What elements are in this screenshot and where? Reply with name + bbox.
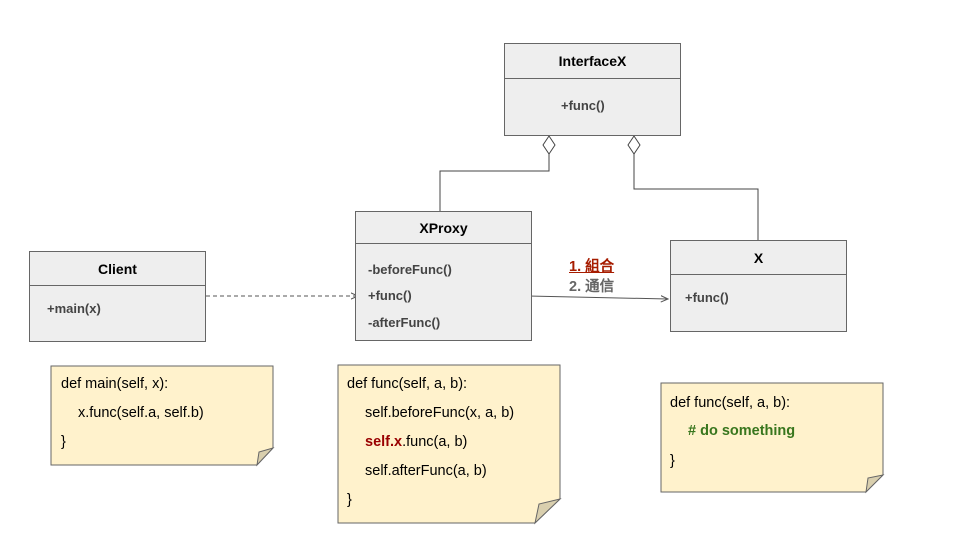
class-x-method-func: +func()	[685, 290, 729, 305]
note-x-comment: # do something	[688, 423, 796, 439]
note-client-line-1: def main(self, x):	[61, 376, 169, 392]
aggregation-diamond-xproxy	[542, 135, 556, 155]
note-xproxy-line-3: self.x.func(a, b)	[365, 434, 467, 450]
class-xproxy-method-afterfunc: -afterFunc()	[368, 315, 441, 330]
note-xproxy-line-1: def func(self, a, b):	[347, 376, 468, 392]
aggregation-edge-x	[633, 154, 759, 240]
class-client-title: Client	[30, 252, 205, 286]
note-xproxy-line-2: self.beforeFunc(x, a, b)	[365, 405, 515, 421]
class-interfacex[interactable]: InterfaceX +func()	[504, 43, 681, 136]
class-xproxy-method-beforefunc: -beforeFunc()	[368, 262, 452, 277]
note-xproxy: def func(self, a, b): self.beforeFunc(x,…	[338, 365, 560, 523]
note-x-fold	[865, 474, 885, 494]
note-xproxy-line-3-rest: .func(a, b)	[402, 434, 468, 450]
note-xproxy-fold	[534, 498, 562, 525]
note-client-fold	[256, 447, 275, 467]
note-client-line-2: x.func(self.a, self.b)	[78, 405, 204, 421]
aggregation-edge-xproxy	[439, 154, 550, 211]
class-x-title: X	[671, 241, 846, 275]
note-client-line-3: }	[61, 434, 66, 450]
class-xproxy[interactable]: XProxy -beforeFunc() +func() -afterFunc(…	[355, 211, 532, 341]
note-xproxy-line-4: self.afterFunc(a, b)	[365, 463, 487, 479]
note-xproxy-line-5: }	[347, 492, 352, 508]
aggregation-diamond-x	[627, 135, 641, 155]
note-x: def func(self, a, b): # do something }	[661, 383, 883, 492]
class-client[interactable]: Client +main(x)	[29, 251, 206, 342]
class-xproxy-method-func: +func()	[368, 288, 412, 303]
class-client-method-main: +main(x)	[47, 301, 101, 316]
note-client: def main(self, x): x.func(self.a, self.b…	[51, 366, 273, 465]
note-xproxy-highlight-self-x: self.x	[365, 434, 403, 450]
class-x[interactable]: X +func()	[670, 240, 847, 332]
class-interfacex-title: InterfaceX	[505, 44, 680, 79]
class-interfacex-method-func: +func()	[561, 98, 605, 113]
class-xproxy-title: XProxy	[356, 212, 531, 244]
association-edge-xproxy-x	[527, 296, 668, 299]
note-x-line-1: def func(self, a, b):	[670, 395, 791, 411]
edge-label-delegate: 2. 通信	[569, 279, 615, 295]
note-x-line-3: }	[670, 453, 675, 469]
edge-label-compose: 1. 組合	[569, 259, 615, 275]
